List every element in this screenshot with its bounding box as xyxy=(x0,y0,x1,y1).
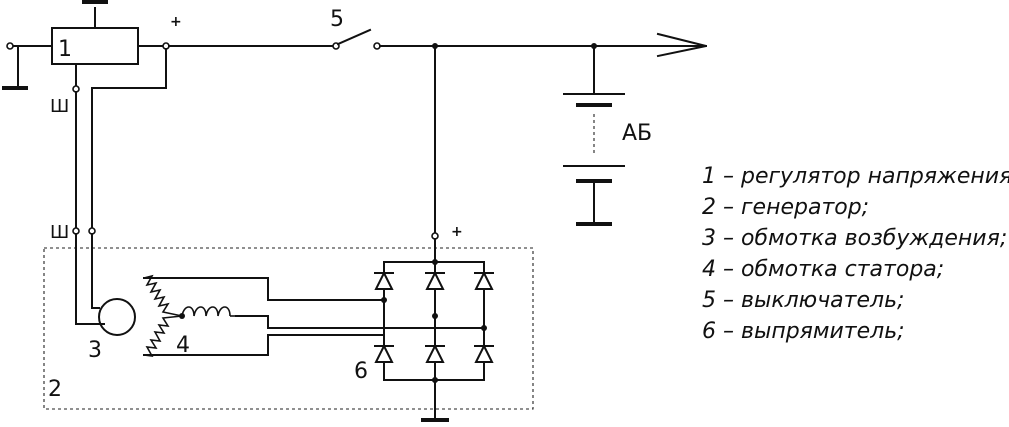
legend-item: 2 – генератор; xyxy=(702,195,869,220)
positive-bus: 5 xyxy=(168,7,707,58)
regulator-feed-wire xyxy=(91,48,167,229)
legend-item: 3 – обмотка возбуждения; xyxy=(702,226,1007,251)
leg-1-phase-junction xyxy=(381,297,387,303)
field-winding-label: 3 xyxy=(88,338,102,363)
legend-item: 5 – выключатель; xyxy=(702,288,904,313)
legend-item: 4 – обмотка статора; xyxy=(702,257,944,282)
diode-lower-2 xyxy=(425,343,445,363)
left-terminal xyxy=(6,42,14,50)
rectifier: 6 xyxy=(354,238,494,422)
diode-upper-1 xyxy=(374,270,394,290)
rectifier-label: 6 xyxy=(354,359,368,384)
diode-lower-1 xyxy=(374,343,394,363)
phase-a-wire xyxy=(143,277,385,301)
generator-label: 2 xyxy=(48,377,62,402)
generator-boundary xyxy=(43,247,534,410)
stator-winding: 4 xyxy=(143,274,485,358)
leg-3-phase-junction xyxy=(481,325,487,331)
phase-b-wire xyxy=(235,315,485,329)
stator-winding-label: 4 xyxy=(176,333,190,358)
rectifier-plus-label: + xyxy=(451,224,463,240)
leg-2-phase-junction xyxy=(432,313,438,319)
regulator: 1 + Ш Ш xyxy=(2,0,182,243)
battery-label: АБ xyxy=(622,121,652,146)
stator-coil-lower xyxy=(143,315,183,357)
stator-coil-middle xyxy=(181,306,231,317)
stator-coil-upper xyxy=(143,274,183,317)
field-lead-left xyxy=(75,233,105,325)
diode-upper-2 xyxy=(425,270,445,290)
battery: АБ xyxy=(563,45,652,226)
stator-neutral-point xyxy=(179,313,185,319)
diode-lower-3 xyxy=(474,343,494,363)
field-winding: 3 xyxy=(75,233,136,363)
legend-item: 6 – выпрямитель; xyxy=(702,319,905,344)
phase-c-wire xyxy=(143,334,385,356)
output-arrow xyxy=(656,32,707,58)
regulator-plus-label: + xyxy=(170,14,182,30)
switch-label: 5 xyxy=(330,7,344,32)
sh-label-bottom: Ш xyxy=(50,222,69,243)
switch-blade xyxy=(336,28,372,46)
legend-item: 1 – регулятор напряжения; xyxy=(702,164,1009,189)
diode-upper-3 xyxy=(474,270,494,290)
regulator-label: 1 xyxy=(58,37,72,62)
legend: 1 – регулятор напряжения; 2 – генератор;… xyxy=(702,164,1009,344)
field-winding-circle xyxy=(98,298,136,336)
sh-label-top: Ш xyxy=(50,96,69,117)
